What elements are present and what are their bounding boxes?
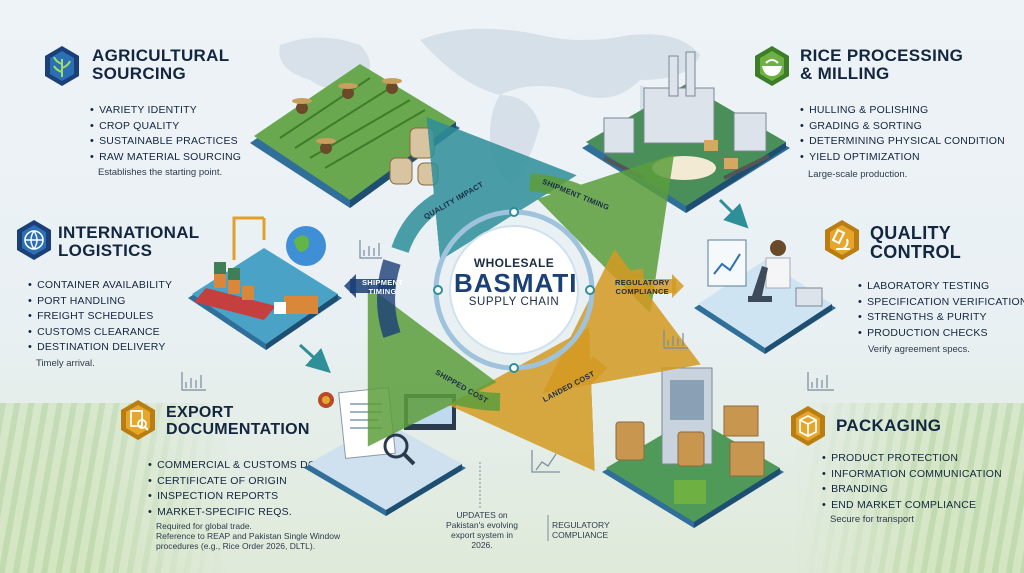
list-item: PRODUCTION CHECKS [858, 326, 1024, 342]
center-line-1: WHOLESALE [473, 256, 555, 270]
quality-list: LABORATORY TESTING SPECIFICATION VERIFIC… [858, 279, 1024, 341]
sourcing-note: Establishes the starting point. [98, 167, 223, 178]
processing-title: RICE PROCESSING& MILLING [800, 46, 964, 83]
list-item: SPECIFICATION VERIFICATION [858, 295, 1024, 311]
mini-bar-chart [181, 240, 834, 473]
document-search-icon [118, 398, 158, 442]
quality-note: Verify agreement specs. [868, 344, 970, 355]
packaging-title: PACKAGING [836, 416, 942, 435]
list-item: DETERMINING PHYSICAL CONDITION [800, 134, 1005, 150]
packaging-note: Secure for transport [830, 514, 914, 525]
documentation-note: Required for global trade. Reference to … [156, 521, 341, 551]
list-item: DESTINATION DELIVERY [28, 340, 172, 356]
list-item: STRENGTHS & PURITY [858, 310, 1024, 326]
box-icon [788, 404, 828, 448]
list-item: CUSTOMS CLEARANCE [28, 325, 172, 341]
list-item: END MARKET COMPLIANCE [822, 498, 1002, 514]
globe-icon [14, 218, 54, 262]
arc-quality-impact [391, 117, 577, 261]
list-item: COMMERCIAL & CUSTOMS DOCS [148, 458, 331, 474]
documentation-list: COMMERCIAL & CUSTOMS DOCS CERTIFICATE OF… [148, 458, 331, 520]
list-item: VARIETY IDENTITY [90, 103, 241, 119]
list-item: LABORATORY TESTING [858, 279, 1024, 295]
list-item: HULLING & POLISHING [800, 103, 1005, 119]
list-item: FREIGHT SCHEDULES [28, 309, 172, 325]
list-item: BRANDING [822, 482, 1002, 498]
list-item: PORT HANDLING [28, 294, 172, 310]
list-item: MARKET-SPECIFIC REQS. [148, 505, 331, 521]
logistics-list: CONTAINER AVAILABILITY PORT HANDLING FRE… [28, 278, 172, 356]
list-item: INFORMATION COMMUNICATION [822, 467, 1002, 483]
list-item: CONTAINER AVAILABILITY [28, 278, 172, 294]
list-item: YIELD OPTIMIZATION [800, 150, 1005, 166]
list-item: INSPECTION REPORTS [148, 489, 331, 505]
processing-note: Large-scale production. [808, 169, 908, 180]
lab-illustration [690, 218, 840, 368]
arc-shipment-timing [529, 154, 674, 314]
arc-shipped-cost [367, 285, 501, 447]
list-item: CERTIFICATE OF ORIGIN [148, 474, 331, 490]
sourcing-list: VARIETY IDENTITY CROP QUALITY SUSTAINABL… [90, 103, 241, 165]
center-title: WHOLESALE BASMATI SUPPLY CHAIN [454, 230, 578, 340]
microscope-icon [822, 218, 862, 262]
center-line-3: SUPPLY CHAIN [468, 296, 560, 308]
mill-illustration [574, 48, 798, 224]
rice-bowl-icon [752, 44, 792, 88]
list-item: RAW MATERIAL SOURCING [90, 150, 241, 166]
logistics-note: Timely arrival. [36, 358, 95, 369]
packaging-list: PRODUCT PROTECTION INFORMATION COMMUNICA… [822, 451, 1002, 513]
arc-landed-cost [448, 327, 608, 472]
list-item: SUSTAINABLE PRACTICES [90, 134, 241, 150]
list-item: GRADING & SORTING [800, 119, 1005, 135]
packaging-illustration [598, 362, 788, 540]
list-item: CROP QUALITY [90, 119, 241, 135]
list-item: PRODUCT PROTECTION [822, 451, 1002, 467]
processing-list: HULLING & POLISHING GRADING & SORTING DE… [800, 103, 1005, 165]
port-illustration [184, 210, 346, 366]
center-line-2: BASMATI [454, 268, 578, 298]
rice-plant-icon [42, 44, 82, 88]
arc-shipment-left [377, 259, 401, 338]
